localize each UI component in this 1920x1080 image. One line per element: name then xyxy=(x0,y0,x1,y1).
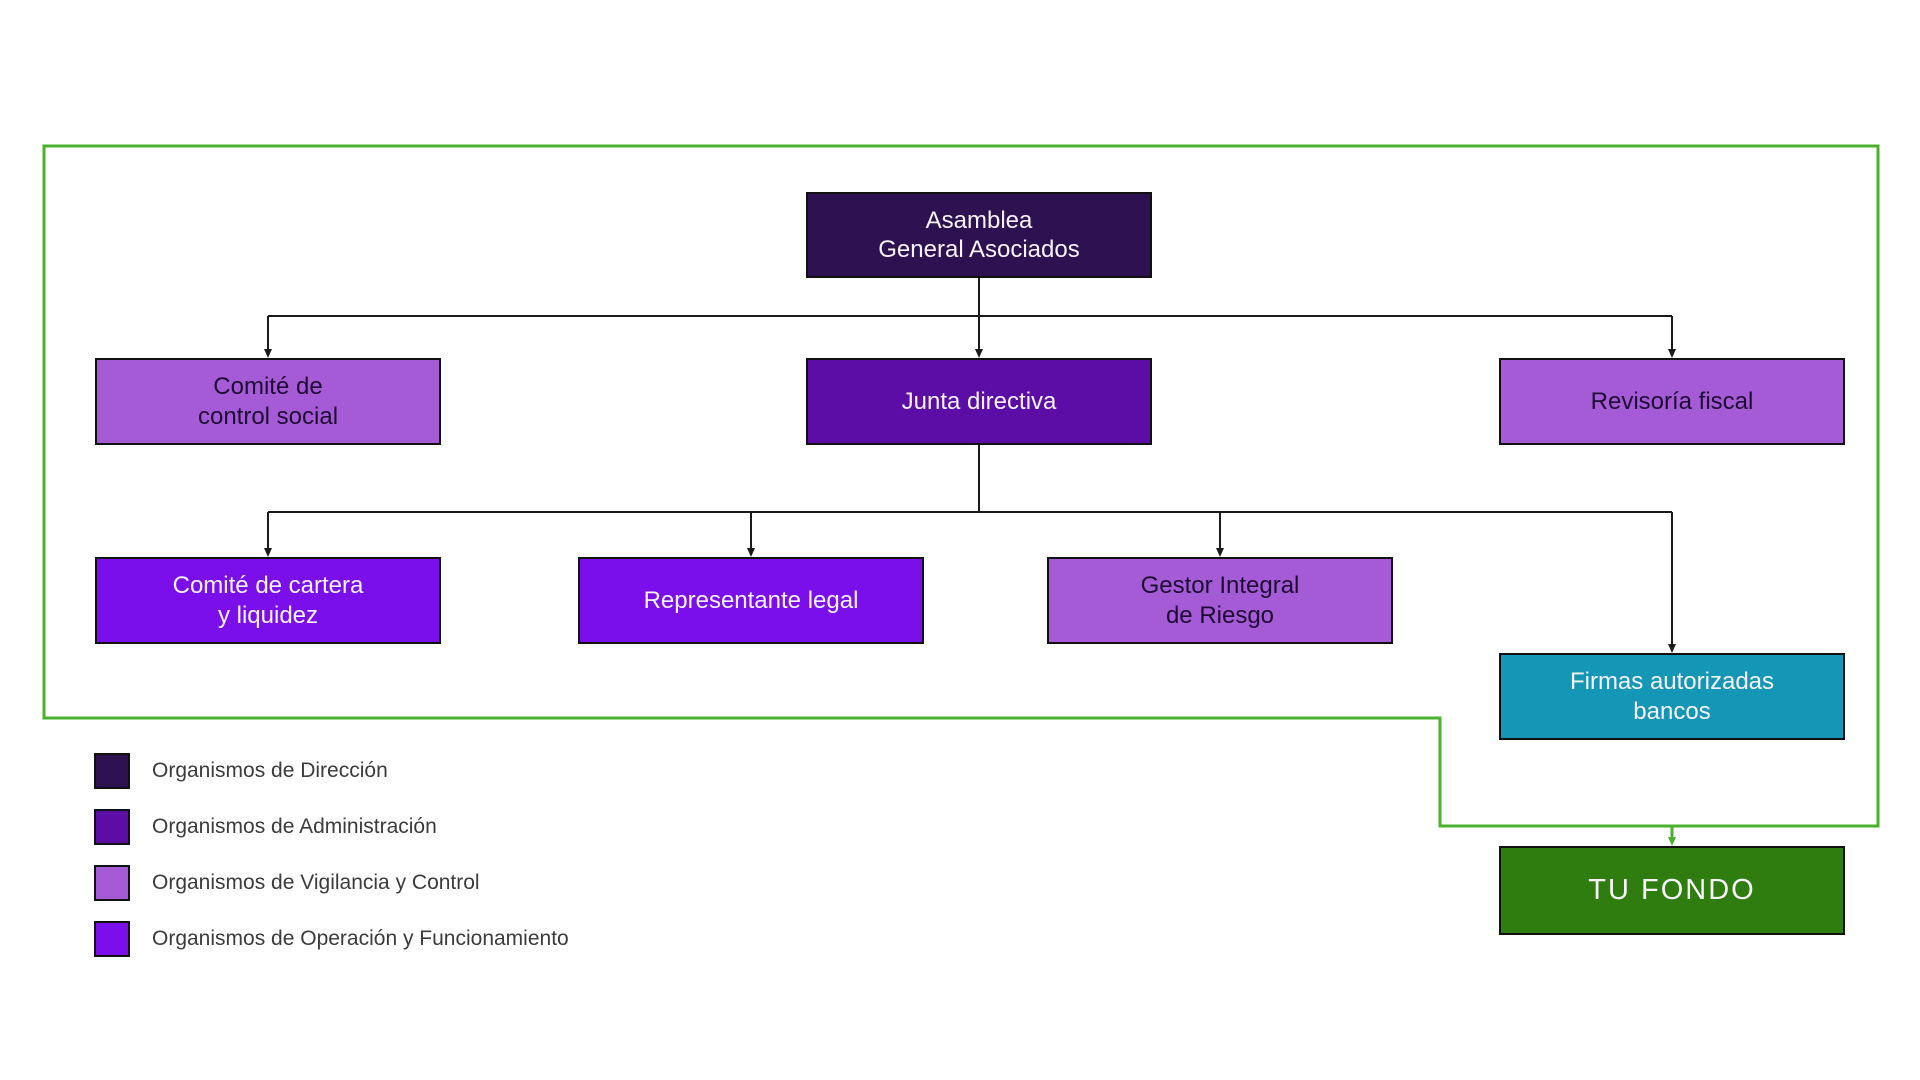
node-label: Junta directiva xyxy=(901,387,1057,415)
legend-item-operacion-funcionamiento: Organismos de Operación y Funcionamiento xyxy=(94,921,569,957)
legend-swatch-direccion xyxy=(94,753,130,789)
node-junta-directiva: Junta directiva xyxy=(806,358,1152,445)
legend-label: Organismos de Vigilancia y Control xyxy=(152,871,480,894)
node-label: Revisoría fiscal xyxy=(1590,387,1754,415)
node-label: Comité de cartera y liquidez xyxy=(172,572,364,629)
node-asamblea-general-asociados: Asamblea General Asociados xyxy=(806,192,1152,278)
node-firmas-autorizadas-bancos: Firmas autorizadas bancos xyxy=(1499,653,1845,740)
node-label: Asamblea General Asociados xyxy=(878,206,1080,263)
node-comite-cartera-liquidez: Comité de cartera y liquidez xyxy=(95,557,441,644)
green-outline xyxy=(42,144,1880,828)
node-label: Representante legal xyxy=(643,586,859,614)
legend-item-direccion: Organismos de Dirección xyxy=(94,753,388,789)
node-label: Firmas autorizadas bancos xyxy=(1569,668,1775,725)
node-representante-legal: Representante legal xyxy=(578,557,924,644)
legend-swatch-operacion-funcionamiento xyxy=(94,921,130,957)
legend-label: Organismos de Dirección xyxy=(152,759,388,782)
legend-label: Organismos de Administración xyxy=(152,815,437,838)
legend-label: Organismos de Operación y Funcionamiento xyxy=(152,927,569,950)
node-comite-control-social: Comité de control social xyxy=(95,358,441,445)
node-gestor-integral-riesgo: Gestor Integral de Riesgo xyxy=(1047,557,1393,644)
node-tu-fondo: TU FONDO xyxy=(1499,846,1845,935)
node-label: Gestor Integral de Riesgo xyxy=(1140,572,1300,629)
node-label: TU FONDO xyxy=(1588,873,1756,906)
legend-item-vigilancia-control: Organismos de Vigilancia y Control xyxy=(94,865,480,901)
node-revisoria-fiscal: Revisoría fiscal xyxy=(1499,358,1845,445)
node-label: Comité de control social xyxy=(197,373,339,430)
legend-item-administracion: Organismos de Administración xyxy=(94,809,437,845)
legend-swatch-vigilancia-control xyxy=(94,865,130,901)
legend-swatch-administracion xyxy=(94,809,130,845)
